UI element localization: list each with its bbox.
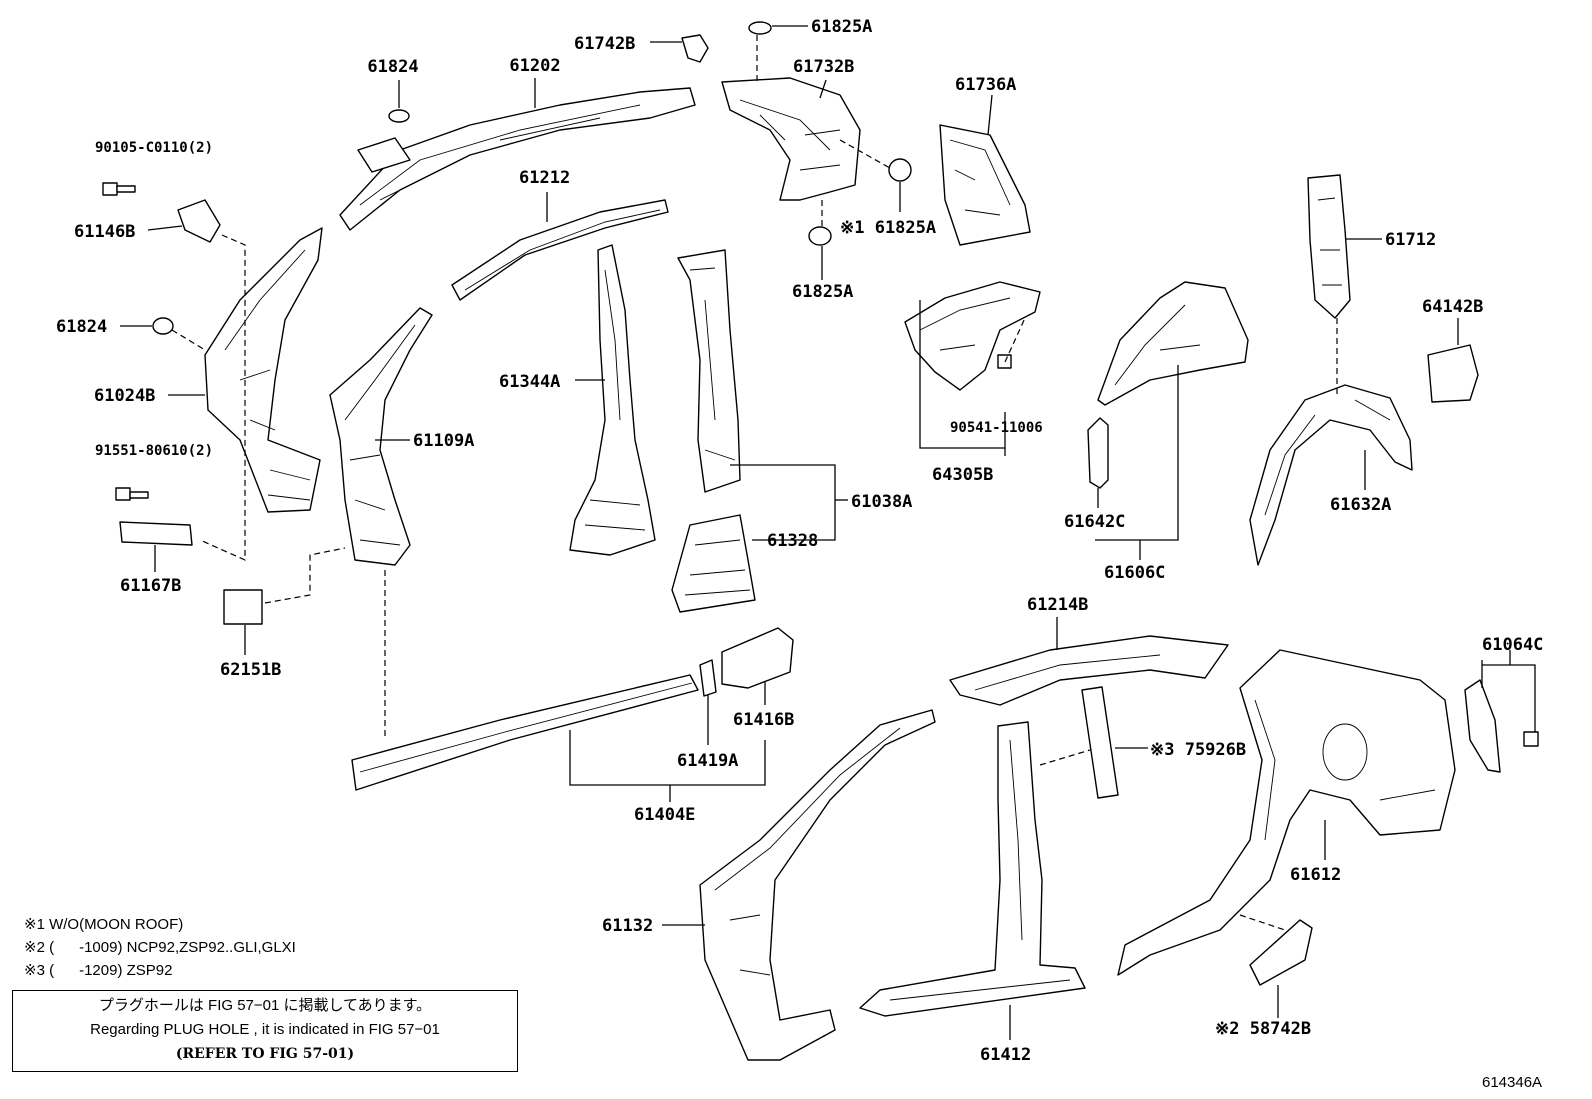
label-61606C: 61606C xyxy=(1104,563,1165,583)
part-shape-61146B xyxy=(177,199,221,243)
part-shape-61024B xyxy=(204,227,323,513)
part-shape-61214B xyxy=(949,635,1229,706)
label-61642C: 61642C xyxy=(1064,512,1125,532)
part-shape-61132 xyxy=(699,709,936,1061)
part-shape-61064C xyxy=(1464,679,1501,773)
part-shape-62151B xyxy=(223,589,263,625)
part-shape-nut-90541 xyxy=(997,354,1012,369)
leader-lines xyxy=(120,25,1536,1040)
label-61736A: 61736A xyxy=(955,75,1016,95)
part-shape-61109A xyxy=(329,307,433,566)
part-shape-75926B xyxy=(1081,686,1119,799)
footnote-1: ※1 W/O(MOON ROOF) xyxy=(24,916,183,933)
label-90541-11006: 90541-11006 xyxy=(950,420,1043,436)
notebox-line-japanese: プラグホールは FIG 57−01 に掲載してあります。 xyxy=(98,997,432,1014)
part-shape-bolt-90105 xyxy=(102,182,136,196)
footnotes: ※1 W/O(MOON ROOF) ※2 ( -1009) NCP92,ZSP9… xyxy=(24,916,296,979)
part-shape-64142B xyxy=(1427,344,1479,403)
part-shape-61064C-clip xyxy=(1523,731,1539,747)
label-61712: 61712 xyxy=(1385,230,1436,250)
label-61024B: 61024B xyxy=(94,386,155,406)
plug-hole-note-box: プラグホールは FIG 57−01 に掲載してあります。 Regarding P… xyxy=(12,990,518,1072)
part-shape-bolt-91551 xyxy=(115,487,149,501)
label-62151B: 62151B xyxy=(220,660,281,680)
part-shape-61416B xyxy=(721,627,794,689)
label-61632A: 61632A xyxy=(1330,495,1391,515)
label-61824-side: 61824 xyxy=(56,317,107,337)
part-shape-58742B xyxy=(1249,919,1313,986)
part-shape-61825A-bottom xyxy=(808,226,832,246)
label-61146B: 61146B xyxy=(74,222,135,242)
label-61732B: 61732B xyxy=(793,57,854,77)
footnote-2: ※2 ( -1009) NCP92,ZSP92..GLI,GLXI xyxy=(24,939,296,956)
part-shape-61642C xyxy=(1087,417,1109,489)
part-shape-61824-side xyxy=(152,317,174,335)
part-shape-61344A xyxy=(569,244,656,556)
part-shape-61736A xyxy=(939,124,1031,246)
label-64305B: 64305B xyxy=(932,465,993,485)
label-61212: 61212 xyxy=(519,168,570,188)
part-shape-61404E xyxy=(351,674,699,791)
label-90105-C0110: 90105-C0110(2) xyxy=(95,140,213,156)
label-75926B-note3: ※3 75926B xyxy=(1150,740,1246,760)
label-61416B: 61416B xyxy=(733,710,794,730)
part-shape-61412 xyxy=(859,721,1086,1017)
notebox-line-english: Regarding PLUG HOLE , it is indicated in… xyxy=(90,1021,440,1038)
label-61825A-bottom: 61825A xyxy=(792,282,853,302)
label-61214B: 61214B xyxy=(1027,595,1088,615)
label-61202: 61202 xyxy=(509,56,560,76)
label-61825A-note1: ※1 61825A xyxy=(840,218,936,238)
figure-id: 614346A xyxy=(1482,1074,1543,1091)
label-61825A-top: 61825A xyxy=(811,17,872,37)
label-61132: 61132 xyxy=(602,916,653,936)
label-61109A: 61109A xyxy=(413,431,474,451)
label-61064C: 61064C xyxy=(1482,635,1543,655)
part-shape-61612 xyxy=(1117,649,1456,976)
label-61167B: 61167B xyxy=(120,576,181,596)
part-shape-61825A-side xyxy=(888,158,912,182)
label-91551-80610: 91551-80610(2) xyxy=(95,443,213,459)
label-61328: 61328 xyxy=(767,531,818,551)
part-shape-61328 xyxy=(671,514,756,613)
label-61612: 61612 xyxy=(1290,865,1341,885)
part-shape-61732B xyxy=(721,77,861,201)
part-labels: 61824 61202 61742B 61825A 61732B 61736A … xyxy=(56,17,1543,1065)
part-shape-61712 xyxy=(1307,174,1351,319)
guide-lines xyxy=(171,35,1338,931)
label-61824-top: 61824 xyxy=(367,57,418,77)
label-61419A: 61419A xyxy=(677,751,738,771)
part-shape-61202 xyxy=(339,87,696,231)
part-shape-61167B xyxy=(119,521,193,546)
part-shape-61606C xyxy=(1097,281,1249,406)
part-shape-61632A xyxy=(1249,384,1413,566)
label-61038A: 61038A xyxy=(851,492,912,512)
part-shape-64305B xyxy=(904,281,1041,391)
label-58742B-note2: ※2 58742B xyxy=(1215,1019,1311,1039)
label-61742B: 61742B xyxy=(574,34,635,54)
footnote-3: ※3 ( -1209) ZSP92 xyxy=(24,962,172,979)
part-shape-61212 xyxy=(451,199,669,301)
notebox-line-reference: (REFER TO FIG 57-01) xyxy=(175,1046,355,1062)
part-shape-61824-top xyxy=(388,109,410,123)
label-61404E: 61404E xyxy=(634,805,695,825)
part-shape-61038A-upper xyxy=(677,249,741,493)
part-shape-61742B xyxy=(681,34,709,63)
label-61412: 61412 xyxy=(980,1045,1031,1065)
label-64142B: 64142B xyxy=(1422,297,1483,317)
part-shape-61419A xyxy=(699,659,717,697)
label-61344A: 61344A xyxy=(499,372,560,392)
part-shape-61825A-top xyxy=(748,21,772,35)
